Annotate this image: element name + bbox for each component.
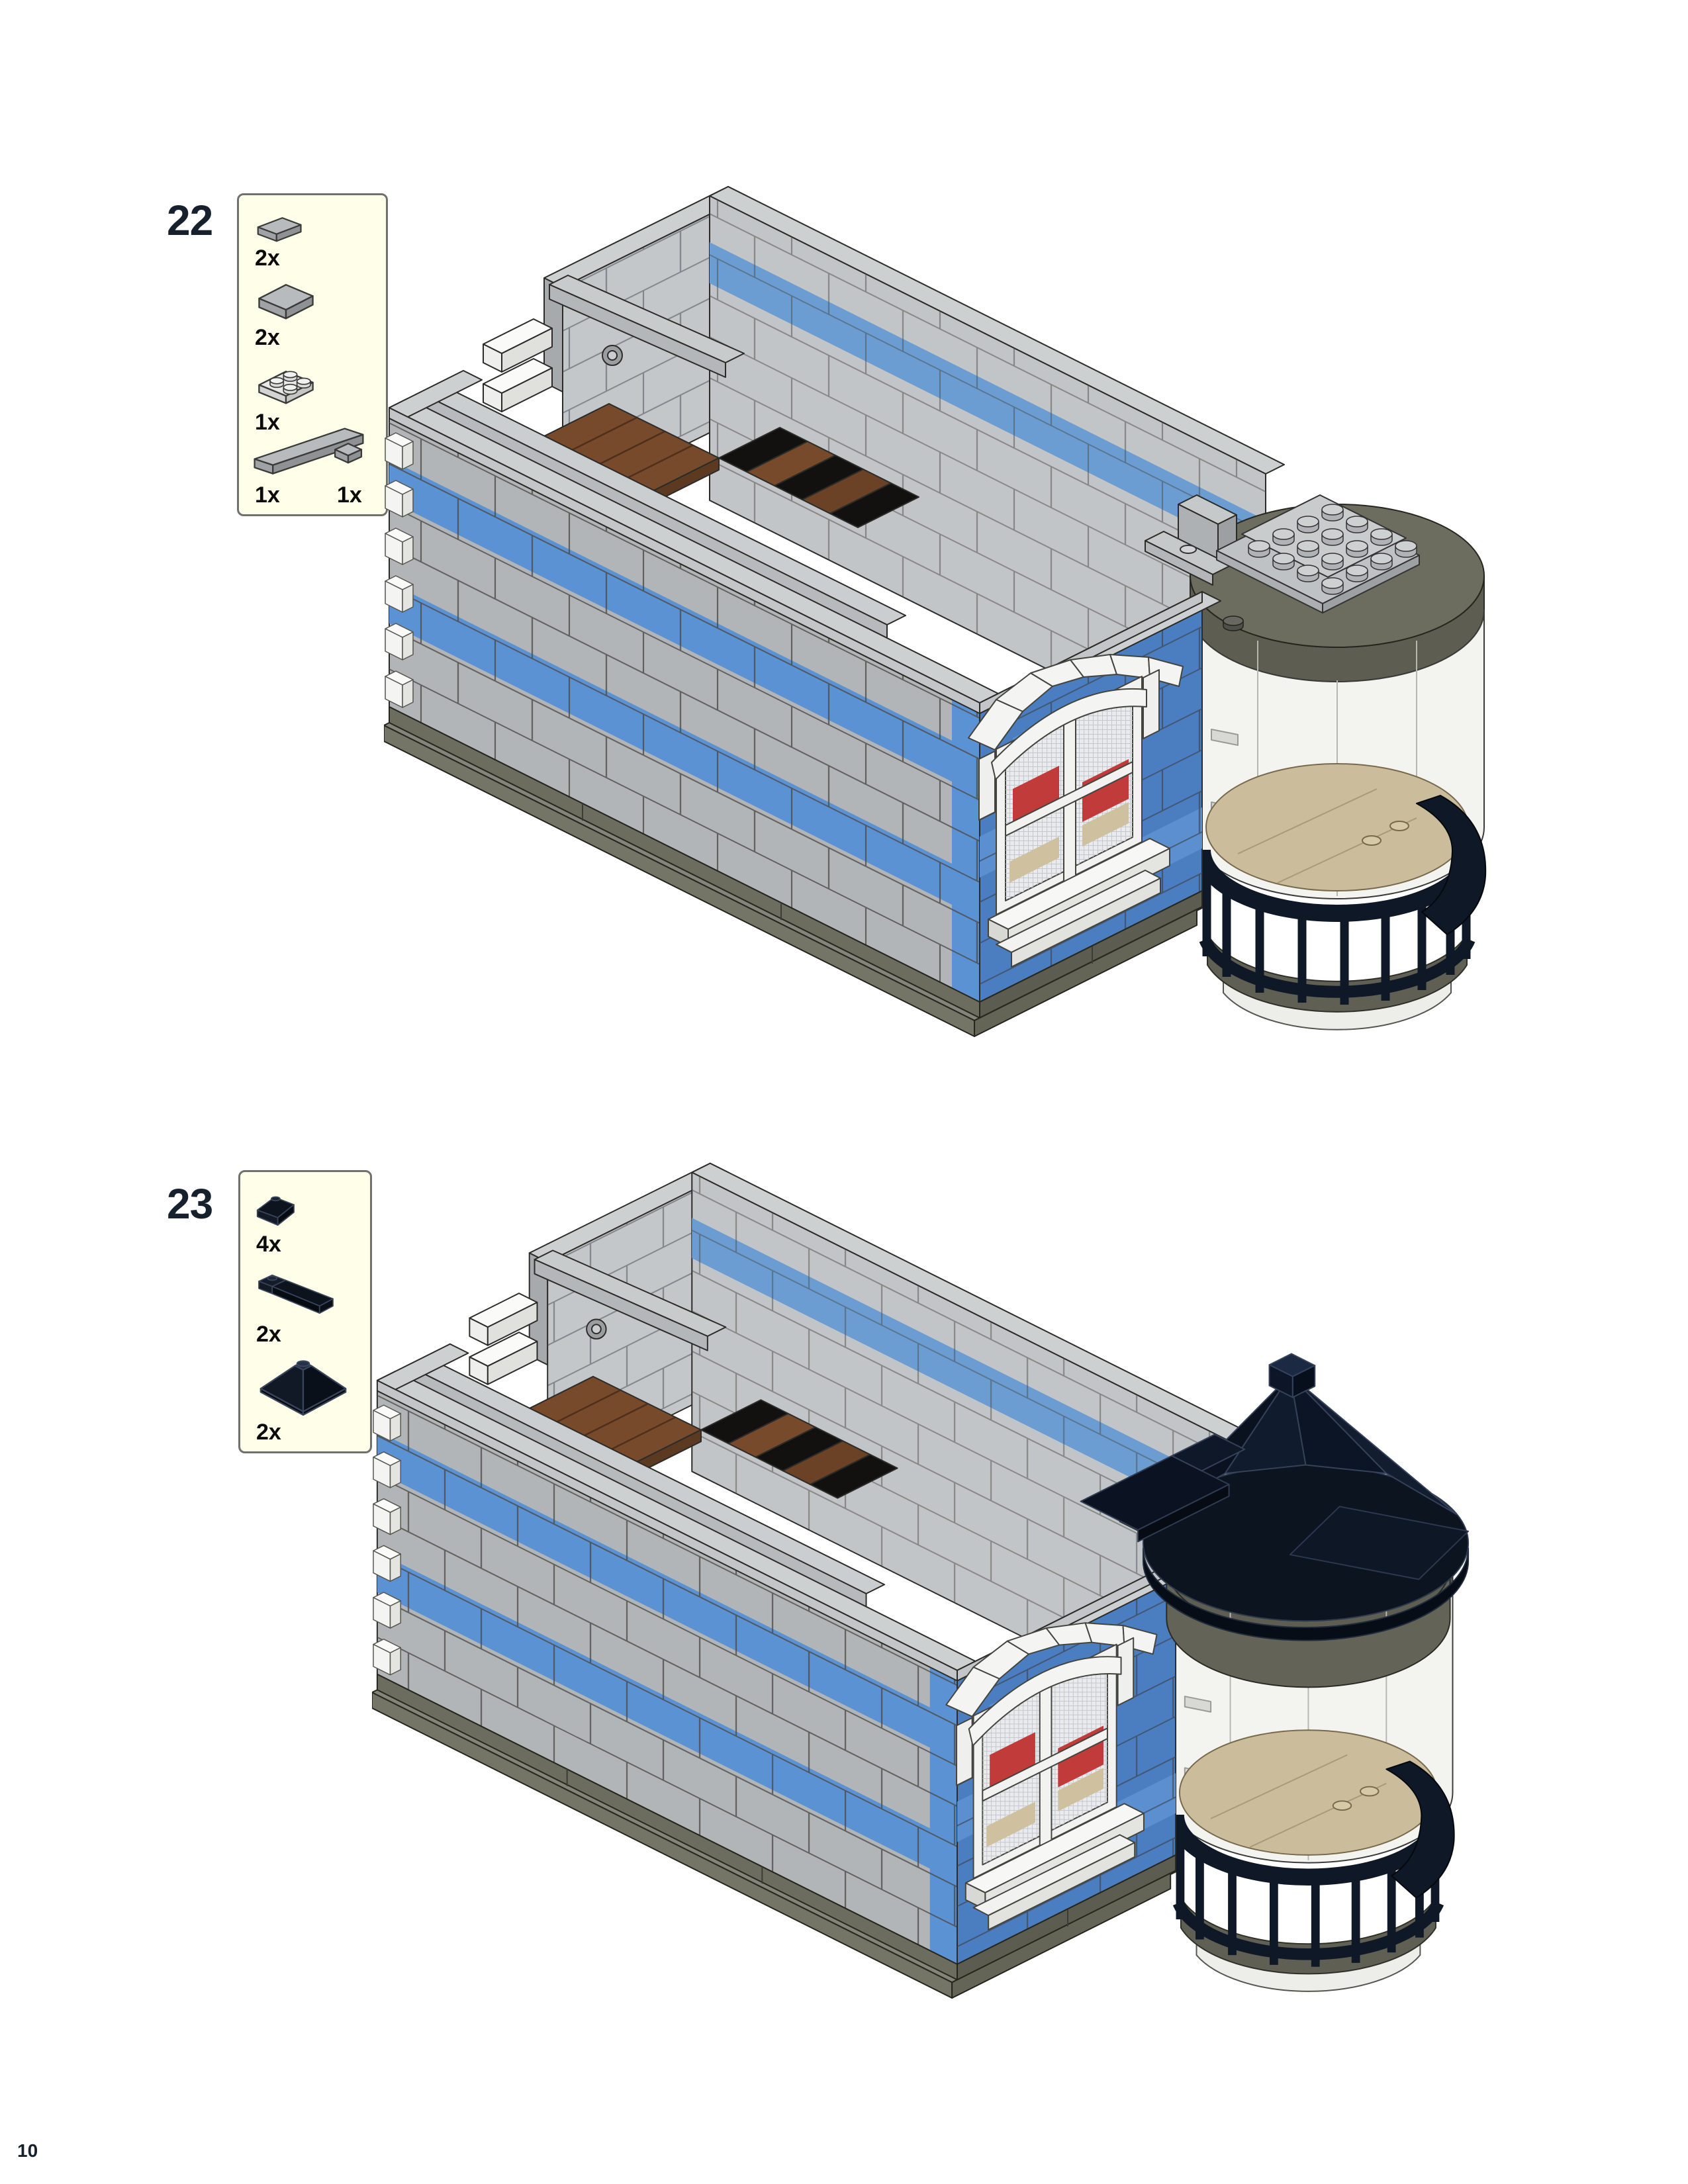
part-quantity: 1x bbox=[255, 410, 280, 435]
part-plate-2x2 bbox=[251, 358, 321, 406]
part-tile-1x8 bbox=[248, 418, 377, 478]
part-quantity: 2x bbox=[256, 1420, 281, 1445]
part-slope-1x3 bbox=[250, 1263, 342, 1318]
page-number: 10 bbox=[17, 2140, 38, 2161]
part-quantity: 2x bbox=[256, 1322, 281, 1347]
part-slope-1x2 bbox=[251, 1189, 303, 1228]
tile-1x8-gray-icon bbox=[254, 428, 364, 475]
parts-box-step-23: 4x 2x bbox=[238, 1170, 372, 1453]
slope-corner-2x2-black-icon bbox=[259, 1360, 347, 1416]
part-quantity: 1x bbox=[255, 482, 280, 508]
slope-1x3-black-icon bbox=[258, 1274, 334, 1314]
part-quantity: 4x bbox=[256, 1232, 281, 1257]
tile-1x1-gray-icon bbox=[334, 443, 363, 464]
part-tile-2x2 bbox=[251, 277, 321, 321]
part-tile-1x2 bbox=[252, 211, 308, 246]
plate-2x2-light-icon bbox=[258, 371, 314, 404]
step-number: 23 bbox=[167, 1180, 213, 1228]
part-tile-1x1 bbox=[329, 436, 367, 467]
part-quantity: 1x bbox=[337, 482, 362, 508]
slope-1x2-black-icon bbox=[256, 1196, 295, 1226]
tile-2x2-gray-icon bbox=[258, 284, 314, 320]
tile-1x2-gray-icon bbox=[257, 217, 302, 242]
part-slope-corner-2x2 bbox=[248, 1345, 358, 1416]
part-quantity: 2x bbox=[255, 246, 280, 271]
model-illustration-step-23 bbox=[372, 1150, 1471, 1999]
model-illustration-step-22 bbox=[384, 173, 1503, 1037]
part-quantity: 2x bbox=[255, 325, 280, 350]
step-number: 22 bbox=[167, 197, 213, 244]
parts-box-step-22: 2x 2x bbox=[237, 193, 388, 516]
